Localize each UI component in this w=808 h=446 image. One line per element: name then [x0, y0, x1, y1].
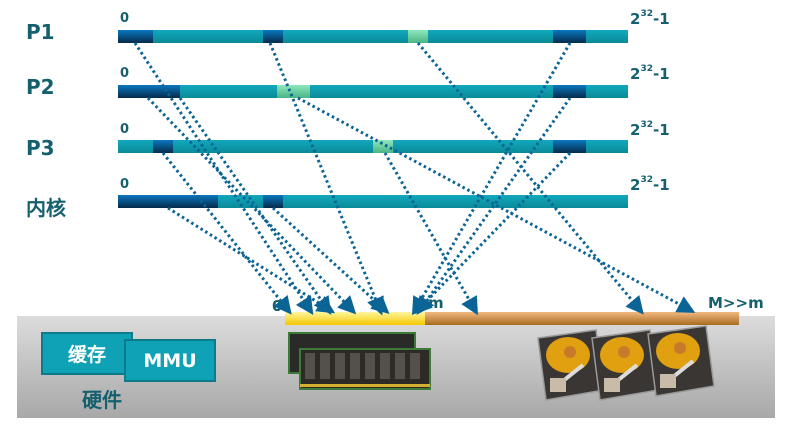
mapped-page: [118, 30, 153, 43]
process-label-kernel: 内核: [26, 196, 66, 220]
cache-box: 缓存: [41, 332, 133, 375]
mapping-arrow: [146, 96, 357, 315]
mapped-page: [553, 85, 586, 98]
hardware-label: 硬件: [82, 388, 122, 412]
mapping-arrow: [297, 96, 696, 313]
disk-end-label: M>>m: [708, 294, 764, 312]
shared-page: [373, 140, 393, 153]
p1-address-space: [118, 30, 628, 43]
ram-module-icon: [288, 332, 431, 390]
mapping-arrow: [411, 42, 572, 316]
disk-storage-bar: [425, 312, 739, 325]
p2-end-label: 232-1: [630, 64, 670, 83]
mapping-arrow: [416, 97, 572, 315]
mmu-box: MMU: [124, 339, 216, 382]
p2-start-label: 0: [120, 66, 130, 81]
p3-address-space: [118, 140, 628, 153]
physical-memory-bar: [285, 312, 425, 325]
shared-page: [277, 85, 310, 98]
mapped-page: [118, 195, 218, 208]
mapped-page: [153, 140, 173, 153]
mapped-page: [553, 30, 586, 43]
p1-end-label: 232-1: [630, 9, 670, 28]
mapping-arrow: [178, 97, 332, 315]
mapping-arrow: [161, 152, 292, 315]
kernel-start-label: 0: [120, 177, 130, 192]
mapped-page: [263, 195, 283, 208]
mapping-arrow: [167, 206, 336, 314]
mapped-page: [263, 30, 283, 43]
mapping-arrow: [133, 42, 314, 316]
hard-disk-icon: [591, 329, 659, 401]
p3-start-label: 0: [120, 122, 130, 137]
kernel-end-label: 232-1: [630, 175, 670, 194]
process-label-p2: P2: [26, 75, 55, 99]
process-label-p1: P1: [26, 20, 55, 44]
p3-end-label: 232-1: [630, 120, 670, 139]
mapping-arrow: [271, 206, 390, 315]
mapping-arrow: [268, 42, 384, 316]
hard-disk-icon: [647, 325, 715, 397]
mapped-page: [553, 140, 586, 153]
mapping-arrow: [413, 151, 572, 315]
mapping-arrow: [383, 152, 478, 316]
process-label-p3: P3: [26, 136, 55, 160]
shared-page: [408, 30, 428, 43]
p2-address-space: [118, 85, 628, 98]
mapped-page: [118, 85, 180, 98]
p1-start-label: 0: [120, 11, 130, 26]
hard-disk-icon: [537, 329, 605, 401]
